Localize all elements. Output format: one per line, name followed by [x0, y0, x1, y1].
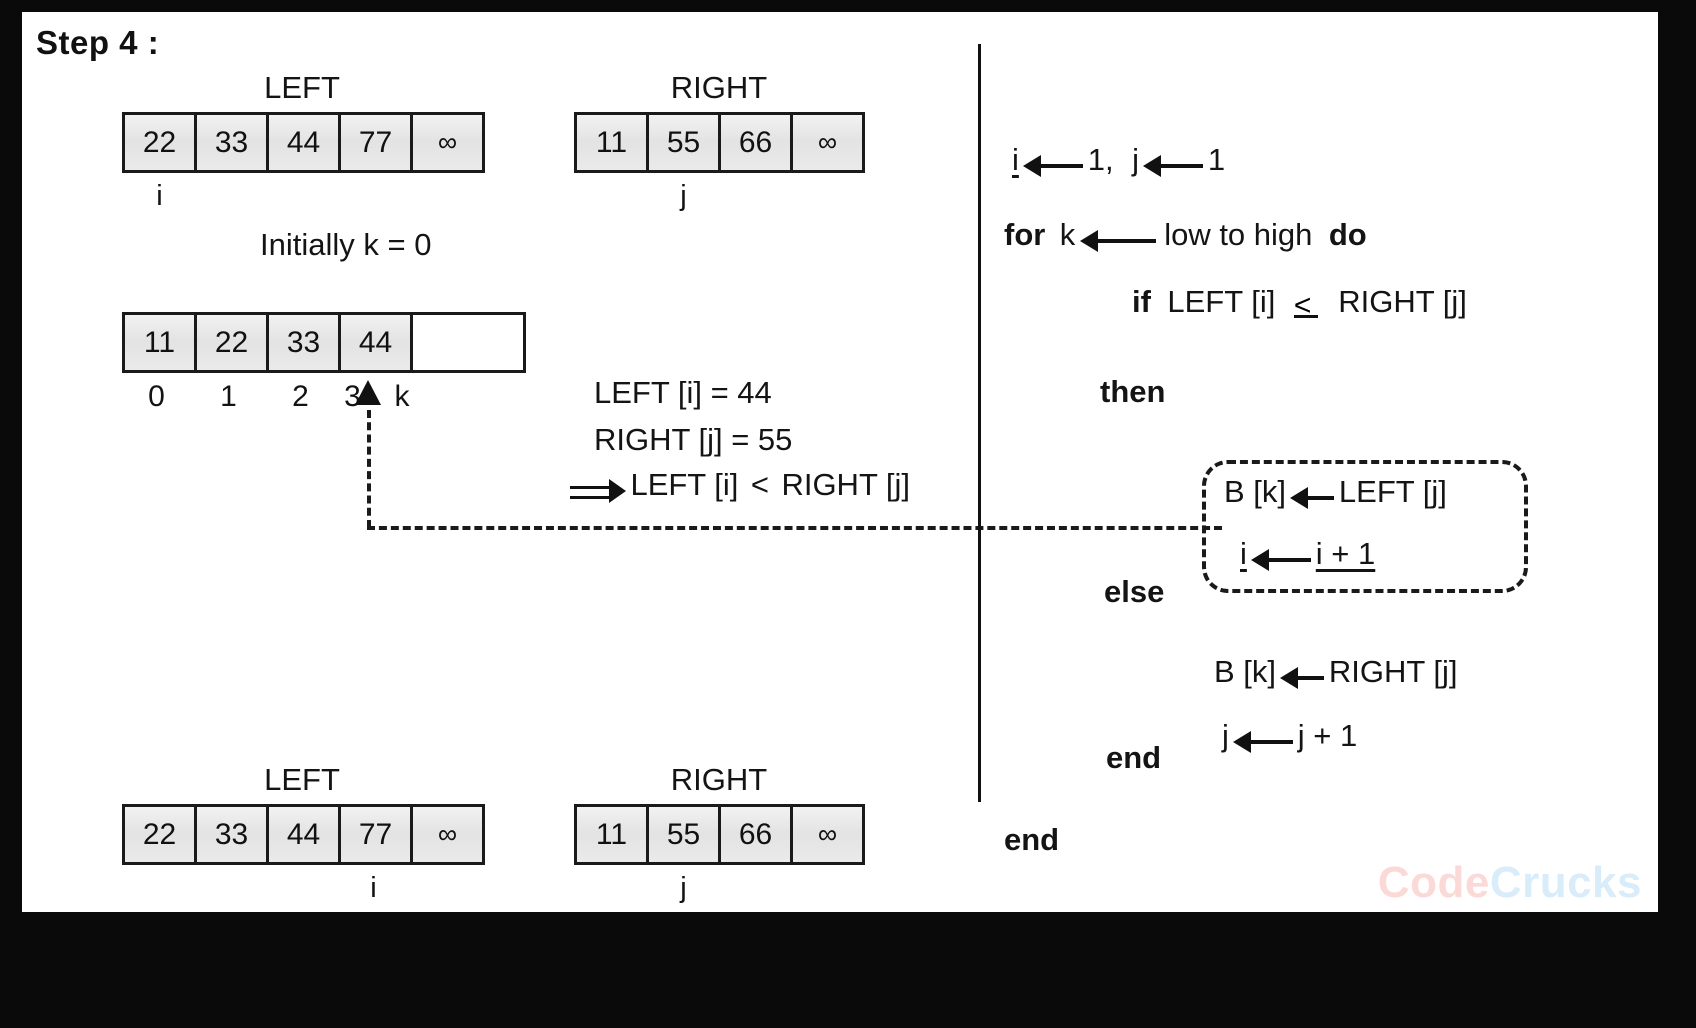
init-j-var: j: [1132, 142, 1139, 177]
pseudocode-assign-left: B [k] LEFT [j]: [1224, 474, 1447, 510]
assign-arrow-icon: [1251, 548, 1312, 572]
watermark-part-2: Crucks: [1489, 858, 1642, 907]
array-cell: 22: [197, 315, 269, 370]
pointer-j-bottom: j: [680, 872, 687, 904]
conclusion-lhs: LEFT [i]: [630, 467, 739, 502]
if-keyword: if: [1132, 284, 1151, 319]
right-array-top: 11 55 66 ∞: [574, 112, 865, 173]
result-array-b: 11 22 33 44: [122, 312, 526, 373]
else-keyword: else: [1104, 574, 1165, 609]
index-label: 0: [148, 380, 165, 413]
array-cell: 11: [125, 315, 197, 370]
array-cell: ∞: [793, 115, 862, 170]
conclusion-operator: <: [750, 467, 769, 502]
array-cell: 77: [341, 115, 413, 170]
page-title: Step 4 :: [36, 24, 160, 61]
array-cell: 33: [197, 807, 269, 862]
assign-b-left-lhs: B [k]: [1224, 474, 1287, 509]
array-cell: 22: [125, 807, 197, 862]
assign-b-right-lhs: B [k]: [1214, 654, 1277, 689]
left-array-top: 22 33 44 77 ∞: [122, 112, 485, 173]
array-cell: 33: [269, 315, 341, 370]
array-cell: 44: [269, 807, 341, 862]
assign-arrow-icon: [1233, 730, 1294, 754]
assign-arrow-icon: [1079, 229, 1156, 253]
conclusion-note: LEFT [i] < RIGHT [j]: [570, 467, 910, 505]
highlight-box: [1202, 460, 1528, 593]
right-array-bottom-label: RIGHT: [670, 762, 768, 797]
assign-arrow-icon: [1023, 154, 1084, 178]
for-range: low to high: [1164, 217, 1313, 252]
array-cell: 66: [721, 115, 793, 170]
right-array-top-label: RIGHT: [670, 70, 768, 105]
watermark-part-1: Code: [1377, 858, 1490, 907]
panel-divider: [978, 44, 981, 802]
k-arrow-head: [355, 380, 381, 405]
init-i-value: 1,: [1087, 142, 1114, 177]
pointer-j-top: j: [680, 180, 687, 212]
right-array-bottom: 11 55 66 ∞: [574, 804, 865, 865]
assign-arrow-icon: [1280, 666, 1325, 690]
pseudocode-if-line: if LEFT [i] < RIGHT [j]: [1132, 284, 1467, 323]
array-cell: 33: [197, 115, 269, 170]
end-outer-keyword: end: [1004, 822, 1060, 857]
index-label: 1: [220, 380, 237, 413]
dashed-connector: [367, 526, 1222, 530]
init-j-value: 1: [1207, 142, 1226, 177]
pseudocode-for-line: for k low to high do: [1004, 217, 1367, 253]
left-array-top-label: LEFT: [264, 70, 340, 105]
array-cell: 11: [577, 807, 649, 862]
pointer-k: k: [394, 380, 410, 413]
array-cell: 55: [649, 115, 721, 170]
pseudocode-init-line: i 1, j 1: [1012, 142, 1225, 178]
array-cell: ∞: [413, 115, 482, 170]
inc-i-lhs: i: [1240, 536, 1247, 571]
k-arrow-stem: [367, 410, 371, 528]
array-cell: 44: [341, 315, 413, 370]
then-keyword: then: [1100, 374, 1166, 409]
if-lhs: LEFT [i]: [1167, 284, 1276, 319]
if-rhs: RIGHT [j]: [1338, 284, 1467, 319]
inc-j-lhs: j: [1222, 718, 1229, 753]
left-array-bottom: 22 33 44 77 ∞: [122, 804, 485, 865]
array-cell: ∞: [793, 807, 862, 862]
assign-b-right-rhs: RIGHT [j]: [1328, 654, 1458, 689]
array-cell: ∞: [413, 807, 482, 862]
initial-k-note: Initially k = 0: [260, 227, 432, 262]
less-equal-icon: <: [1293, 290, 1320, 323]
left-array-bottom-label: LEFT: [264, 762, 340, 797]
init-i-var: i: [1012, 142, 1019, 177]
watermark: CodeCrucks: [1378, 858, 1642, 908]
assign-arrow-icon: [1143, 154, 1204, 178]
right-value-note: RIGHT [j] = 55: [594, 422, 793, 457]
inc-i-rhs: i + 1: [1315, 536, 1376, 571]
assign-b-left-rhs: LEFT [j]: [1338, 474, 1447, 509]
for-keyword: for: [1004, 217, 1046, 252]
left-value-note: LEFT [i] = 44: [594, 375, 772, 410]
diagram-canvas: Step 4 : LEFT 22 33 44 77 ∞ i RIGHT 11 5…: [22, 12, 1658, 912]
pseudocode-inc-j: j j + 1: [1222, 718, 1357, 754]
end-inner-keyword: end: [1106, 740, 1162, 775]
do-keyword: do: [1328, 217, 1367, 252]
array-cell: 11: [577, 115, 649, 170]
pseudocode-assign-right: B [k] RIGHT [j]: [1214, 654, 1458, 690]
array-cell: 55: [649, 807, 721, 862]
array-cell-empty: [413, 315, 523, 370]
array-cell: 66: [721, 807, 793, 862]
pointer-i-bottom: i: [370, 872, 377, 904]
inc-j-rhs: j + 1: [1297, 718, 1358, 753]
array-cell: 77: [341, 807, 413, 862]
index-label: 2: [292, 380, 309, 413]
array-cell: 44: [269, 115, 341, 170]
array-cell: 22: [125, 115, 197, 170]
conclusion-rhs: RIGHT [j]: [781, 467, 911, 502]
pointer-i-top: i: [156, 180, 163, 212]
implies-icon: [570, 477, 626, 505]
assign-arrow-icon: [1290, 486, 1335, 510]
for-variable: k: [1059, 217, 1076, 252]
pseudocode-inc-i: i i + 1: [1240, 536, 1375, 572]
